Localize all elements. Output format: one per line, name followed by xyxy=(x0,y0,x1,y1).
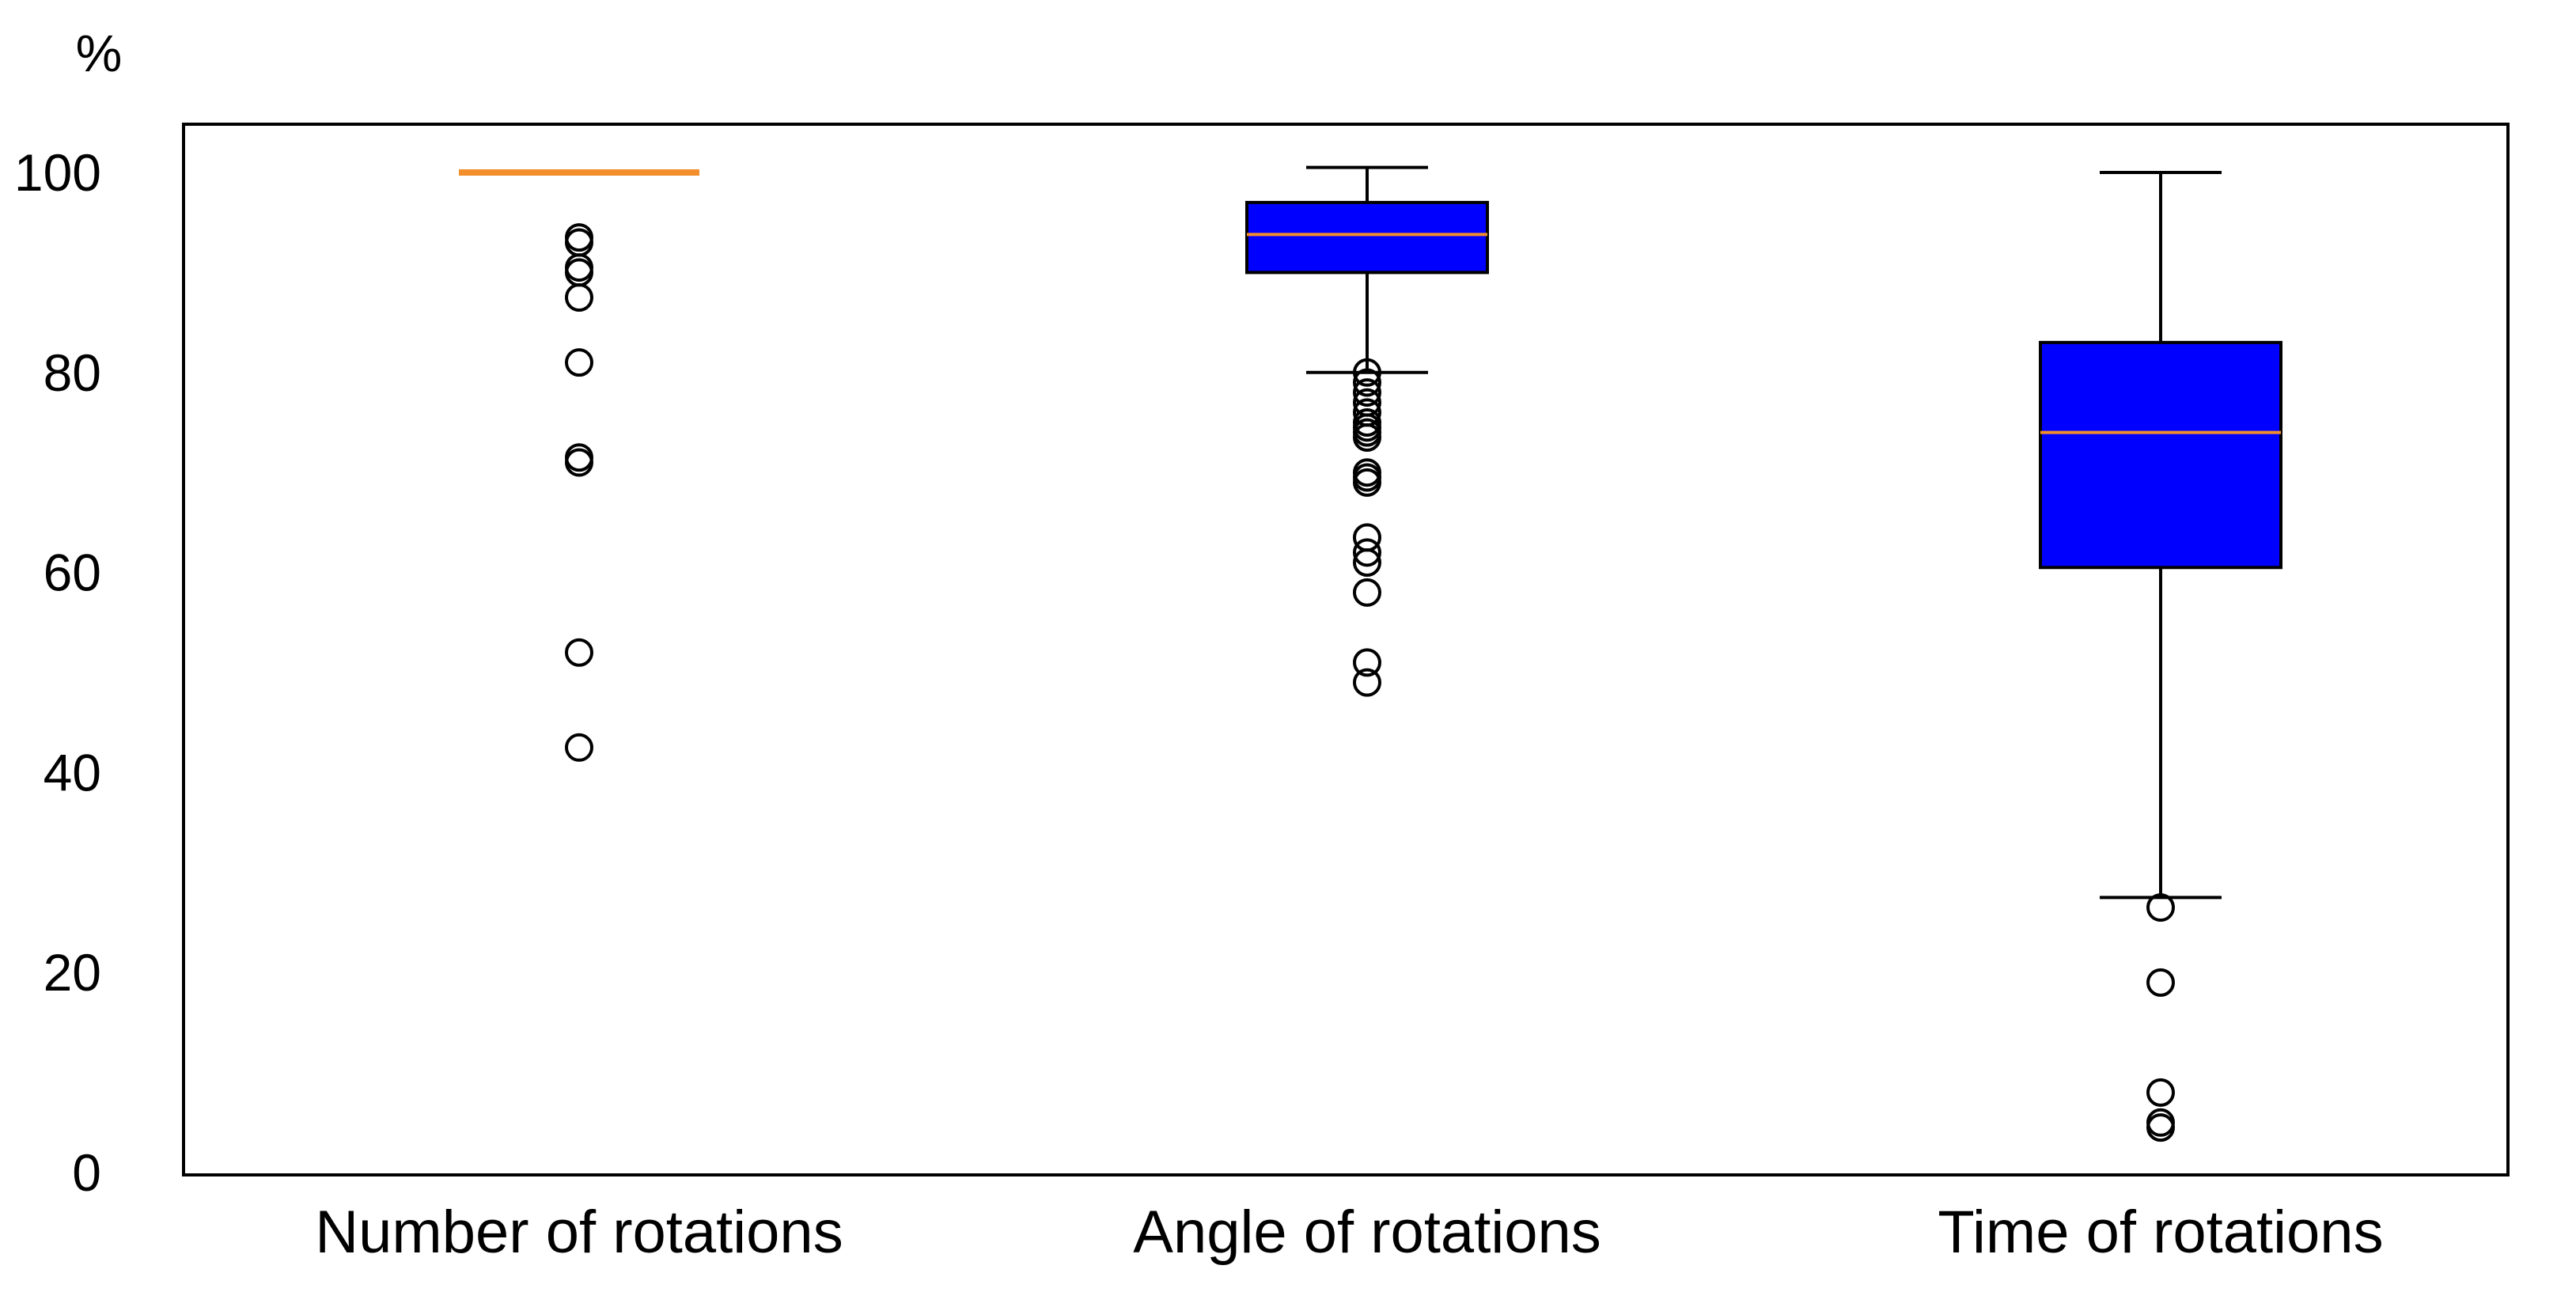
box-1 xyxy=(459,169,699,762)
outlier-point xyxy=(565,348,593,377)
box-2 xyxy=(1245,165,1489,697)
outlier-point xyxy=(565,733,593,762)
outlier-point xyxy=(2146,968,2175,997)
y-tick-label: 100 xyxy=(14,143,101,202)
outlier-point xyxy=(1353,358,1381,387)
outlier-point xyxy=(1353,378,1381,407)
y-axis-unit-label: % xyxy=(76,24,123,82)
plot-area-frame xyxy=(182,123,2510,1176)
box-3 xyxy=(2039,171,2282,1142)
x-category-label: Number of rotations xyxy=(315,1199,843,1266)
box-series xyxy=(459,165,2282,1142)
outlier-point xyxy=(565,638,593,667)
outlier-point xyxy=(1353,668,1381,697)
outlier-point xyxy=(1353,538,1381,567)
y-tick-label: 0 xyxy=(72,1143,101,1202)
y-tick-label: 60 xyxy=(44,544,101,602)
outlier-point xyxy=(565,283,593,312)
y-axis-ticks: 0 20 40 60 80 100 xyxy=(14,143,101,1202)
y-tick-label: 40 xyxy=(44,743,101,801)
x-category-label: Time of rotations xyxy=(1938,1199,2383,1266)
outlier-point xyxy=(1353,422,1381,452)
outlier-point xyxy=(2146,1113,2175,1142)
x-axis-labels: Number of rotations Angle of rotations Tim… xyxy=(315,1199,2383,1266)
outlier-point xyxy=(2146,1078,2175,1107)
x-category-label: Angle of rotations xyxy=(1133,1199,1601,1266)
outlier-point xyxy=(565,448,593,477)
y-tick-label: 20 xyxy=(44,943,101,1002)
y-tick-label: 80 xyxy=(44,343,101,402)
outlier-point xyxy=(1353,648,1381,677)
iqr-box xyxy=(2039,340,2282,570)
outlier-point xyxy=(1353,578,1381,607)
iqr-box xyxy=(1245,200,1489,275)
outlier-point xyxy=(1353,547,1381,577)
outlier-point xyxy=(1353,368,1381,397)
outlier-point xyxy=(2146,893,2175,923)
outlier-point xyxy=(1353,523,1381,552)
outlier-point xyxy=(1353,468,1381,497)
